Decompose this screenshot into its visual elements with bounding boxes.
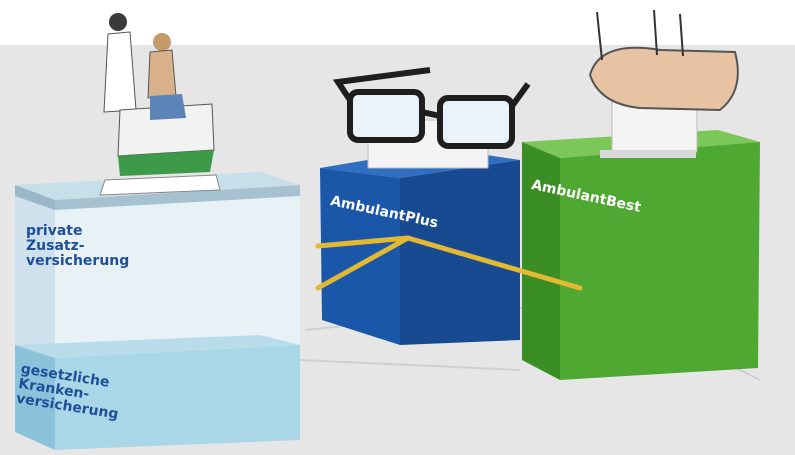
blue-box — [320, 148, 520, 345]
private-insurance-label: private Zusatz- versicherung — [26, 224, 129, 269]
acupuncture-hand — [590, 10, 738, 110]
green-box — [522, 130, 760, 380]
